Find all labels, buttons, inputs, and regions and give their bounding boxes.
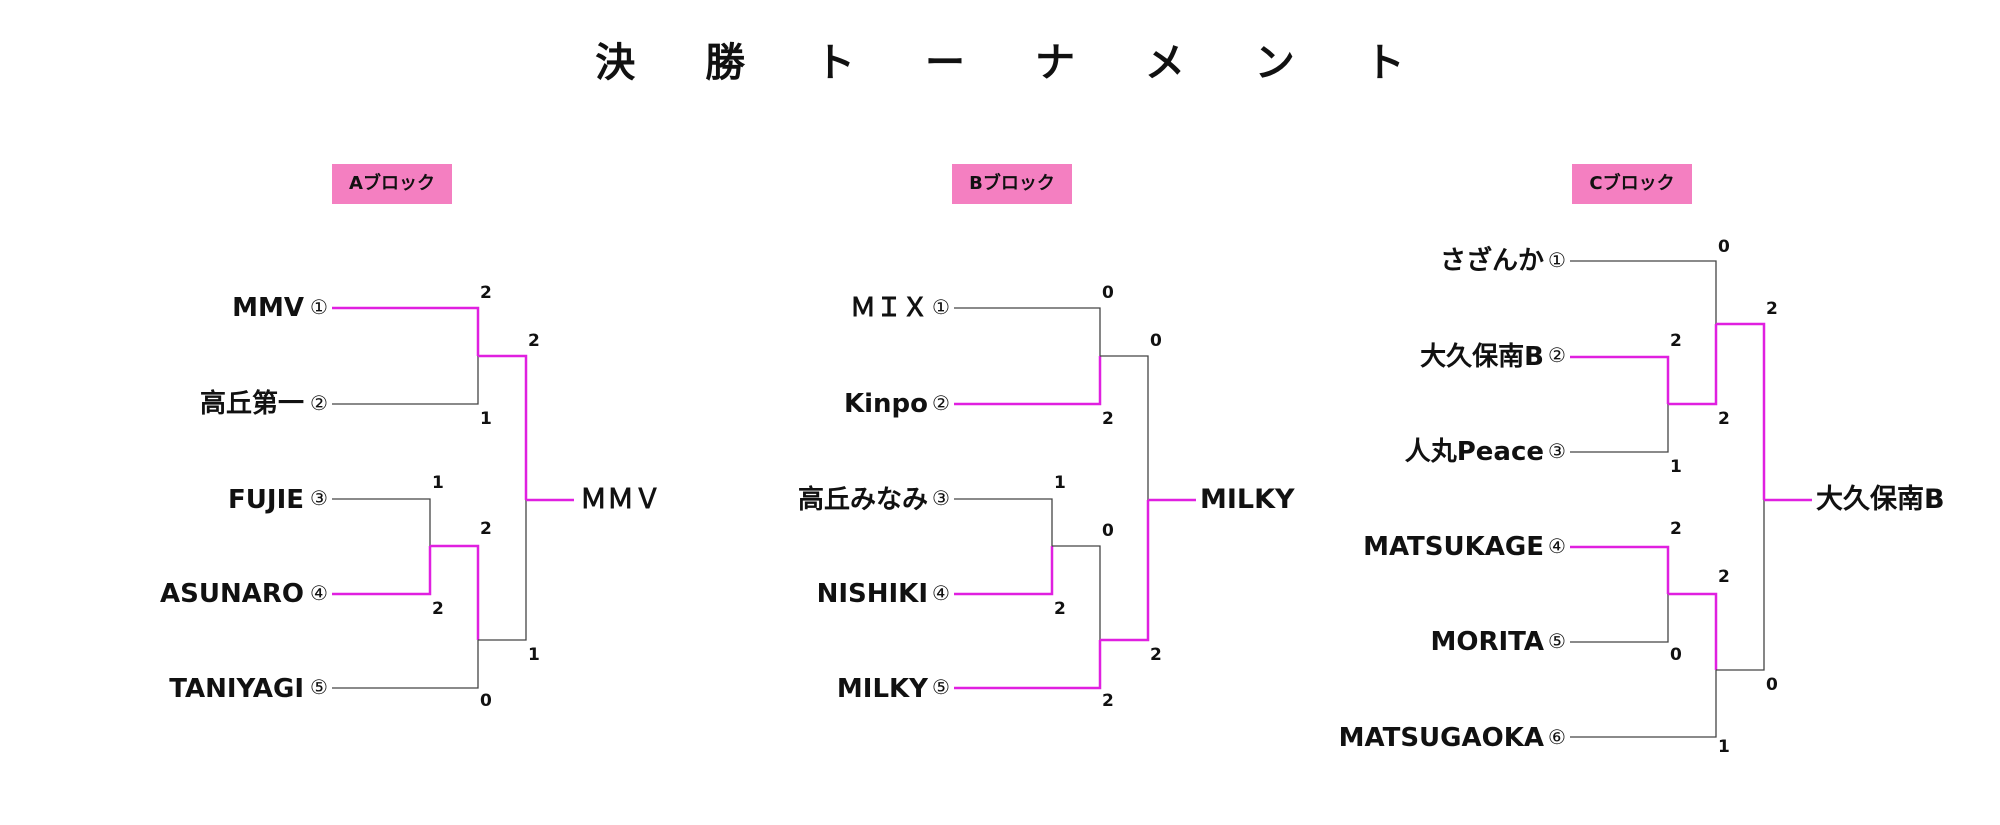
bracket-line [332, 498, 431, 546]
bracket-line-winner [1570, 355, 1670, 404]
team-seed: ② [310, 391, 328, 415]
match-score: 0 [1102, 283, 1114, 303]
bracket-line [332, 640, 479, 689]
team-seed: ④ [1548, 534, 1566, 558]
match-score: 0 [1766, 675, 1778, 695]
team-seed: ⑥ [1548, 725, 1566, 749]
bracket-line-winner [1100, 500, 1150, 642]
bracket-line-winner [332, 546, 432, 596]
team-seed: ② [1548, 343, 1566, 367]
match-score: 2 [1670, 331, 1682, 351]
match-score: 2 [1150, 645, 1162, 665]
page-title: 決 勝 ト ー ナ メ ン ト [595, 40, 1433, 86]
team-seed: ① [932, 295, 950, 319]
bracket-line-winner [430, 544, 480, 640]
match-score: 2 [432, 599, 444, 619]
team-name: MATSUGAOKA [1339, 723, 1544, 753]
team-seed: ⑤ [310, 675, 328, 699]
match-score: 2 [1718, 567, 1730, 587]
team-seed: ① [1548, 248, 1566, 272]
bracket-line [1570, 260, 1717, 324]
team-name: MATSUKAGE [1363, 532, 1544, 562]
match-score: 1 [1054, 473, 1066, 493]
bracket-line [1570, 594, 1669, 643]
match-score: 1 [432, 473, 444, 493]
match-score: 2 [1670, 519, 1682, 539]
block-label-a: Aブロック [332, 164, 452, 204]
match-score: 0 [1150, 331, 1162, 351]
block-label-c: Cブロック [1572, 164, 1692, 204]
bracket-line [1570, 404, 1669, 453]
bracket-line [478, 500, 527, 641]
team-name: 高丘第一 [200, 388, 304, 419]
match-score: 1 [1670, 457, 1682, 477]
bracket-line-winner [1716, 322, 1766, 500]
team-name: MMV [232, 293, 304, 323]
match-score: 1 [480, 409, 492, 429]
block-winner: ＭＭＶ [580, 484, 661, 515]
match-score: 2 [1102, 409, 1114, 429]
team-name: MORITA [1430, 627, 1544, 657]
team-seed: ⑤ [932, 675, 950, 699]
team-name: 大久保南B [1420, 342, 1544, 372]
bracket-line-winner [1668, 592, 1718, 670]
match-score: 2 [528, 331, 540, 351]
team-seed: ② [932, 391, 950, 415]
team-seed: ⑤ [1548, 629, 1566, 653]
team-name: ASUNARO [160, 579, 304, 609]
bracket-line [1716, 500, 1765, 671]
bracket-line-winner [954, 546, 1054, 596]
match-score: 0 [1718, 237, 1730, 257]
team-name: 人丸Peace [1405, 437, 1544, 467]
team-name: NISHIKI [817, 579, 928, 609]
team-name: ＭＩＸ [850, 293, 928, 323]
match-score: 1 [1718, 737, 1730, 757]
bracket-line [1570, 670, 1717, 738]
team-name: TANIYAGI [169, 674, 304, 704]
team-seed: ③ [310, 486, 328, 510]
block-winner: MILKY [1200, 484, 1295, 515]
bracket-line [1052, 545, 1101, 640]
match-score: 1 [528, 645, 540, 665]
block-winner: 大久保南B [1816, 484, 1945, 515]
team-seed: ③ [932, 486, 950, 510]
block-label-b: Bブロック [952, 164, 1072, 204]
bracket-line [954, 498, 1053, 546]
team-seed: ④ [310, 581, 328, 605]
bracket-line [332, 356, 479, 405]
team-name: さざんか [1440, 245, 1544, 276]
bracket-line-winner [954, 356, 1102, 406]
match-score: 2 [1054, 599, 1066, 619]
team-seed: ④ [932, 581, 950, 605]
bracket-line-winner [332, 306, 480, 356]
team-seed: ③ [1548, 439, 1566, 463]
team-name: FUJIE [228, 485, 304, 515]
bracket-line-winner [1570, 545, 1670, 594]
match-score: 0 [1102, 521, 1114, 541]
team-name: MILKY [837, 674, 929, 704]
team-name: Kinpo [844, 389, 928, 419]
bracket-line-winner [1668, 324, 1718, 406]
match-score: 0 [480, 691, 492, 711]
bracket-line [1100, 355, 1149, 500]
bracket-line [954, 307, 1101, 356]
bracket-line-winner [478, 354, 528, 500]
team-seed: ① [310, 295, 328, 319]
match-score: 2 [480, 519, 492, 539]
bracket-line-winner [954, 640, 1102, 690]
match-score: 2 [480, 283, 492, 303]
match-score: 2 [1718, 409, 1730, 429]
bracket-lines [332, 260, 1812, 738]
match-score: 2 [1102, 691, 1114, 711]
match-score: 0 [1670, 645, 1682, 665]
team-name: 高丘みなみ [798, 484, 928, 515]
match-score: 2 [1766, 299, 1778, 319]
